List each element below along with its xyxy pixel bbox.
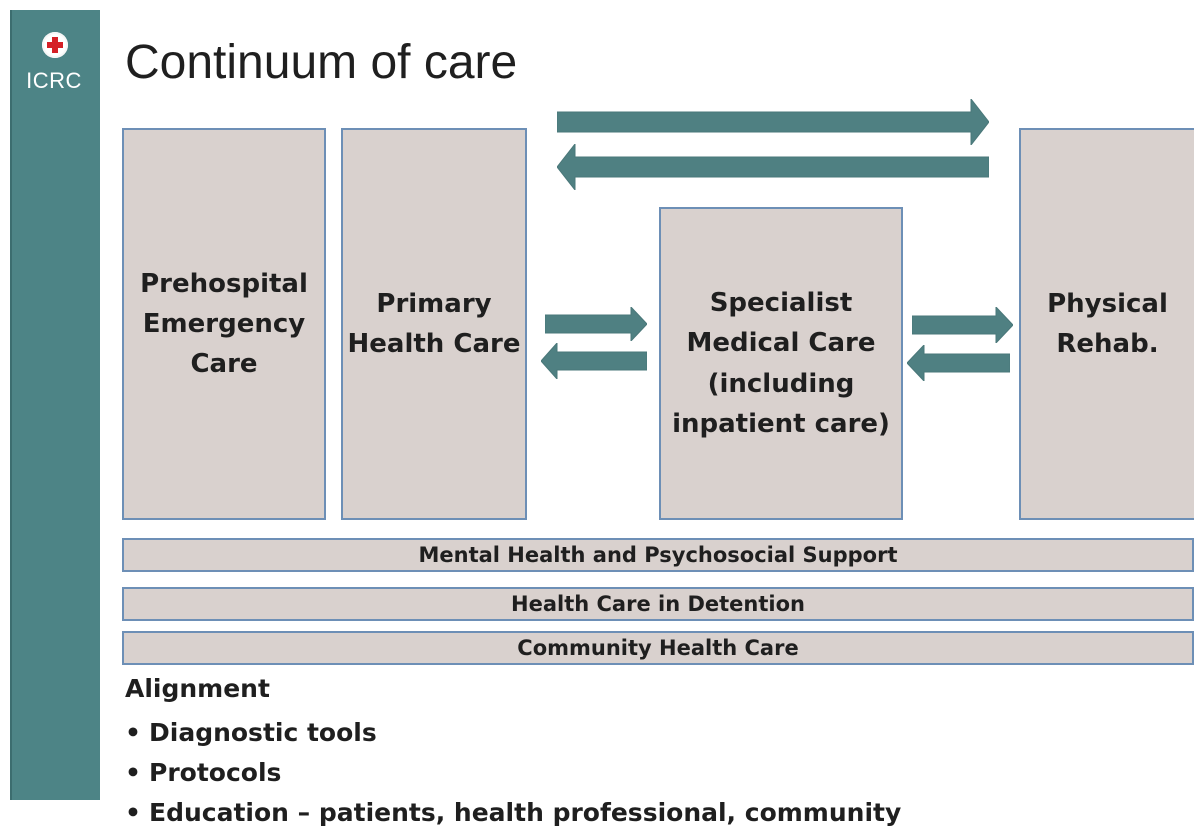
physical-rehab-label: Physical Rehab. <box>1047 288 1168 359</box>
alignment-title: Alignment <box>125 674 270 703</box>
specialist-to-rehab-arrow-icon <box>912 307 1013 343</box>
mental-health-band: Mental Health and Psychosocial Support <box>122 538 1194 572</box>
rehab-to-specialist-arrow-icon <box>907 345 1010 381</box>
red-cross-icon <box>42 32 68 58</box>
logo-text: ICRC <box>26 68 82 93</box>
primary-health-care-box: Primary Health Care <box>341 128 527 520</box>
prehospital-emergency-care-box: Prehospital Emergency Care <box>122 128 326 520</box>
primary-to-specialist-arrow-icon <box>545 307 647 341</box>
physical-rehab-box: Physical Rehab. <box>1019 128 1194 520</box>
community-label: Community Health Care <box>517 636 799 660</box>
top-left-arrow-icon <box>557 144 989 190</box>
alignment-list: Diagnostic tools Protocols Education – p… <box>125 713 1165 833</box>
mental-health-label: Mental Health and Psychosocial Support <box>418 543 898 567</box>
top-right-arrow-icon <box>557 99 989 145</box>
icrc-logo: ICRC <box>14 24 94 100</box>
specialist-to-primary-arrow-icon <box>541 343 647 379</box>
specialist-medical-care-label: Specialist Medical Care (including inpat… <box>672 287 890 439</box>
alignment-item-diagnostic-tools: Diagnostic tools <box>125 713 1165 753</box>
detention-label: Health Care in Detention <box>511 592 805 616</box>
sidebar-band <box>10 10 100 800</box>
community-band: Community Health Care <box>122 631 1194 665</box>
alignment-item-education: Education – patients, health professiona… <box>125 793 1165 833</box>
detention-band: Health Care in Detention <box>122 587 1194 621</box>
alignment-section: Alignment Diagnostic tools Protocols Edu… <box>125 674 1165 833</box>
specialist-medical-care-box: Specialist Medical Care (including inpat… <box>659 207 903 520</box>
alignment-item-protocols: Protocols <box>125 753 1165 793</box>
primary-health-care-label: Primary Health Care <box>347 288 521 359</box>
prehospital-emergency-care-label: Prehospital Emergency Care <box>140 268 308 380</box>
slide-title: Continuum of care <box>125 36 518 89</box>
